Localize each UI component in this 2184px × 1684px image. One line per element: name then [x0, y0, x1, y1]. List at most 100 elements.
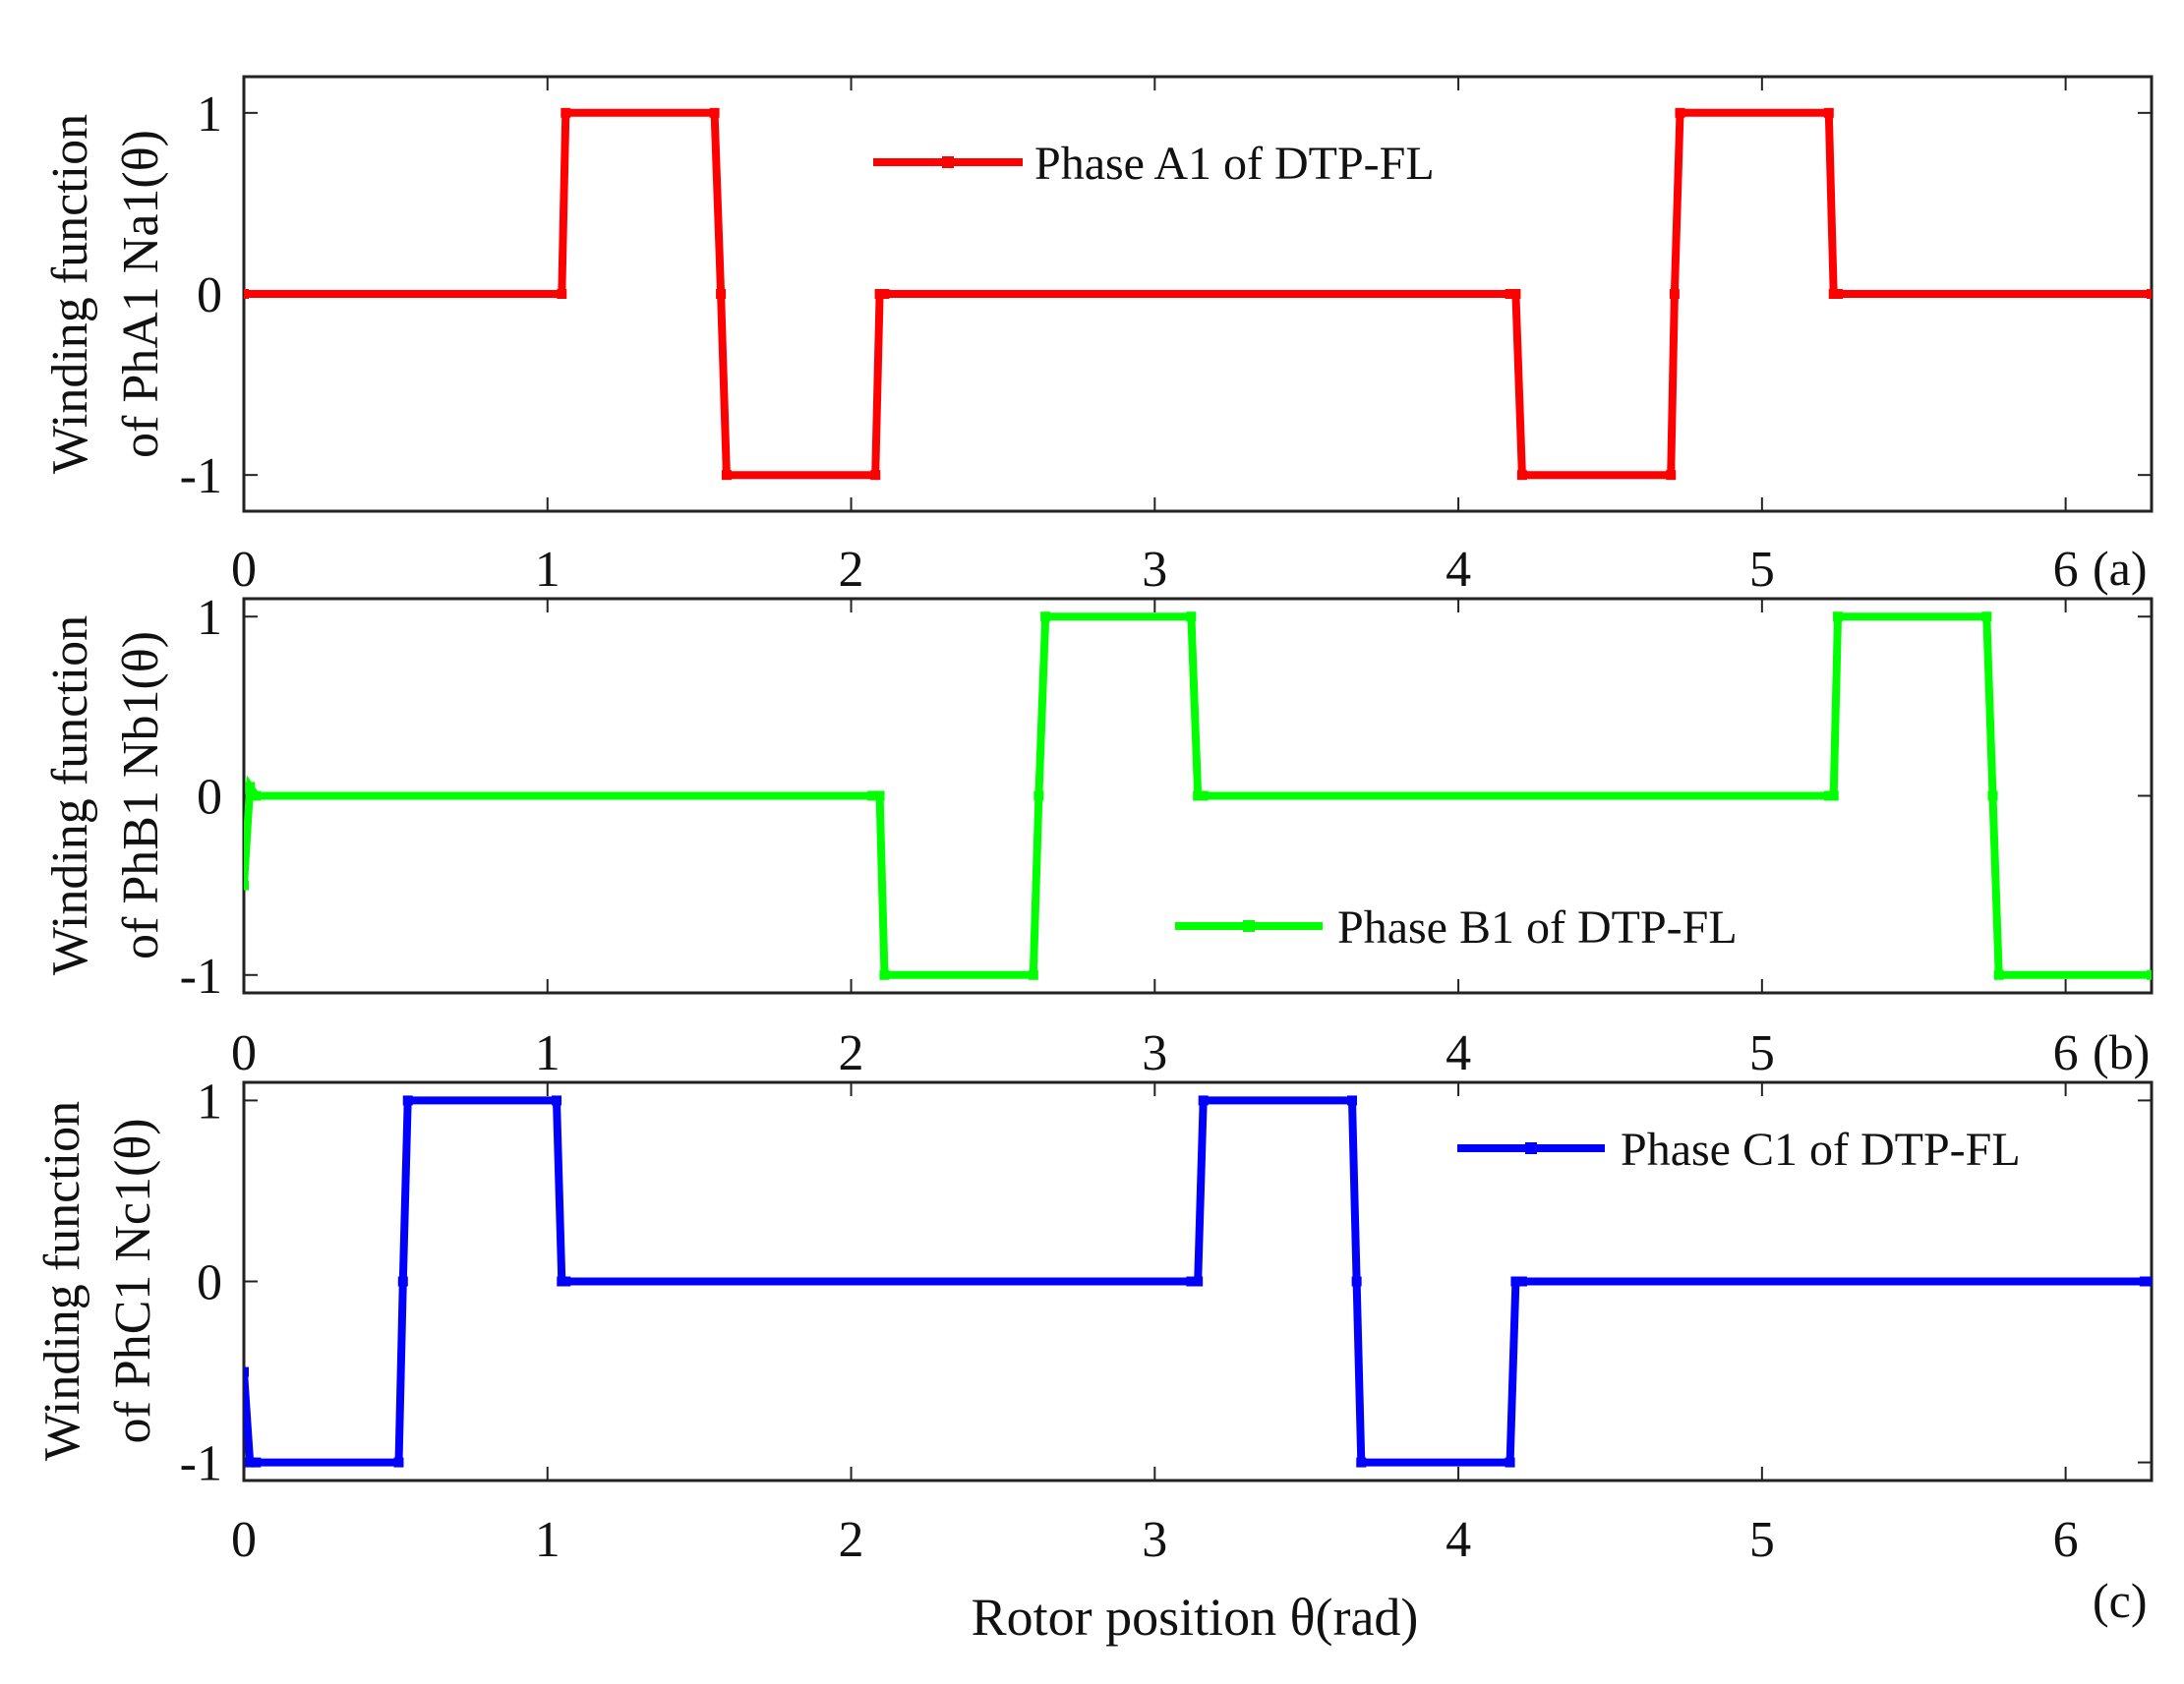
panel-b-data-point: [1033, 790, 1044, 801]
panel-c-data-point: [397, 1276, 408, 1287]
panel-b-tag: (b): [2093, 1024, 2150, 1079]
panel-c-yticks: -101: [180, 1074, 2152, 1492]
panel-b-xtick-label: 4: [1446, 1025, 1471, 1081]
panel-b-xtick-label: 5: [1749, 1025, 1775, 1081]
panel-a-data-point: [879, 289, 890, 299]
panel-c-data-point: [1198, 1095, 1209, 1106]
panel-b-ytick-label: -1: [180, 949, 222, 1005]
panel-c-data-point: [552, 1095, 562, 1106]
panel-c-xtick-label: 4: [1446, 1512, 1471, 1568]
panel-a-ylabel: Winding function of PhA1 Na1(θ): [42, 114, 169, 474]
panel-a-data-point: [1669, 289, 1680, 299]
panel-b-data-point: [1193, 790, 1204, 801]
panel-a-xtick-label: 6: [2053, 542, 2079, 598]
panel-a-legend: Phase A1 of DTP-FL: [873, 138, 1435, 190]
panel-c-xtick-label: 0: [231, 1512, 257, 1568]
panel-b-data-point: [1993, 969, 2004, 980]
panel-c-ytick-label: 1: [197, 1074, 222, 1130]
panel-b-legend-marker: [1243, 920, 1255, 932]
panel-c-data-point: [245, 1457, 256, 1468]
panel-c-xtick-label: 5: [1749, 1512, 1775, 1568]
panel-c-xtick-label: 1: [535, 1512, 561, 1568]
panel-b-xtick-label: 6: [2053, 1025, 2079, 1081]
panel-b-xtick-label: 1: [535, 1025, 561, 1081]
panel-c-data-point: [2147, 1276, 2152, 1287]
panel-c-ylabel-line-2: of PhC1 Nc1(θ): [105, 1118, 161, 1443]
panel-b-data-point: [251, 790, 262, 801]
panel-a-data-point: [1516, 470, 1527, 481]
panel-a-data-point: [1510, 289, 1521, 299]
panel-a-ytick-label: 1: [197, 87, 222, 143]
panel-c-data-point: [2139, 1276, 2150, 1287]
panel-b-xtick-label: 2: [839, 1025, 864, 1081]
panel-b-xticks: 0 1 2 3 4 5 6: [231, 599, 2079, 1081]
panel-a-xtick-label: 4: [1446, 542, 1471, 598]
panel-c-data-point: [561, 1276, 571, 1287]
panel-b-data-point: [1828, 790, 1839, 801]
panel-a-xtick-label: 3: [1142, 542, 1167, 598]
panel-a: 0 1 2 3 4 5 6 -1 0 1 Winding function of PhA1 Na…: [42, 75, 2154, 598]
panel-b-data-point: [1198, 790, 1209, 801]
panel-c-series: [244, 1095, 2152, 1468]
panel-a-legend-label: Phase A1 of DTP-FL: [1034, 138, 1435, 190]
panel-c-legend-marker: [1525, 1142, 1537, 1154]
panel-c-data-point: [1193, 1276, 1204, 1287]
panel-c-xtick-label: 3: [1142, 1512, 1167, 1568]
panel-c-data-point: [251, 1457, 262, 1468]
panel-c-ytick-label: -1: [180, 1436, 222, 1492]
panel-a-data-point: [1833, 289, 1844, 299]
panel-c-xtick-label: 2: [839, 1512, 864, 1568]
panel-a-data-point: [244, 289, 249, 299]
panel-a-data-point: [557, 289, 567, 299]
panel-b-data-point: [879, 969, 890, 980]
panel-c-tag: (c): [2093, 1573, 2148, 1628]
panel-a-xtick-label: 5: [1749, 542, 1775, 598]
panel-a-yticks: -1 0 1: [180, 87, 2152, 504]
panel-a-data-point: [2147, 289, 2152, 299]
panel-b-data-point: [1981, 611, 1992, 622]
panel-b-yticks: -101: [180, 590, 2152, 1005]
panel-b-data-point: [874, 790, 885, 801]
panel-b-data-point: [245, 782, 256, 792]
panel-c-data-point: [1510, 1276, 1521, 1287]
panel-a-xtick-label: 1: [535, 542, 561, 598]
panel-c-legend-label: Phase C1 of DTP-FL: [1621, 1124, 2021, 1176]
panel-c-data-point: [1505, 1457, 1515, 1468]
panel-b-legend-label: Phase B1 of DTP-FL: [1337, 901, 1738, 954]
panel-b-data-point: [2147, 969, 2152, 980]
panel-c-data-point: [1186, 1276, 1197, 1287]
panel-b-data-point: [1028, 969, 1038, 980]
panel-c-data-point: [393, 1457, 404, 1468]
panel-c-data-point: [1347, 1095, 1358, 1106]
panel-c-ylabel: Winding function of PhC1 Nc1(θ): [34, 1101, 161, 1461]
panel-c-data-point: [402, 1095, 413, 1106]
panel-a-data-point: [1505, 289, 1515, 299]
panel-b-xtick-label: 3: [1142, 1025, 1167, 1081]
panel-b-xtick-label: 0: [231, 1025, 257, 1081]
panel-b-legend: Phase B1 of DTP-FL: [1175, 901, 1738, 954]
panel-a-data-point: [870, 470, 881, 481]
panel-a-xtick-label: 2: [839, 542, 864, 598]
panel-c-data-point: [244, 1366, 249, 1377]
panel-c-data-point: [1351, 1276, 1362, 1287]
panel-a-data-point: [561, 107, 571, 118]
panel-b-data-point: [244, 880, 249, 891]
x-axis-title: Rotor position θ(rad): [972, 1588, 1419, 1647]
panel-a-data-point: [716, 289, 727, 299]
panel-a-ytick-label: -1: [180, 448, 222, 504]
panel-a-data-point: [721, 470, 732, 481]
panel-c-legend: Phase C1 of DTP-FL: [1457, 1124, 2021, 1176]
panel-c-data-point: [1356, 1457, 1367, 1468]
panel-b-ytick-label: 0: [197, 770, 222, 826]
panel-b-series: [244, 611, 2152, 980]
panel-a-data-point: [1823, 107, 1834, 118]
panel-b-ylabel-line-1: Winding function: [42, 615, 98, 975]
panel-a-ylabel-line-2: of PhA1 Na1(θ): [113, 130, 169, 458]
panel-a-data-point: [1675, 107, 1685, 118]
panel-a-tag: (a): [2093, 541, 2148, 596]
panel-a-ytick-label: 0: [197, 267, 222, 323]
